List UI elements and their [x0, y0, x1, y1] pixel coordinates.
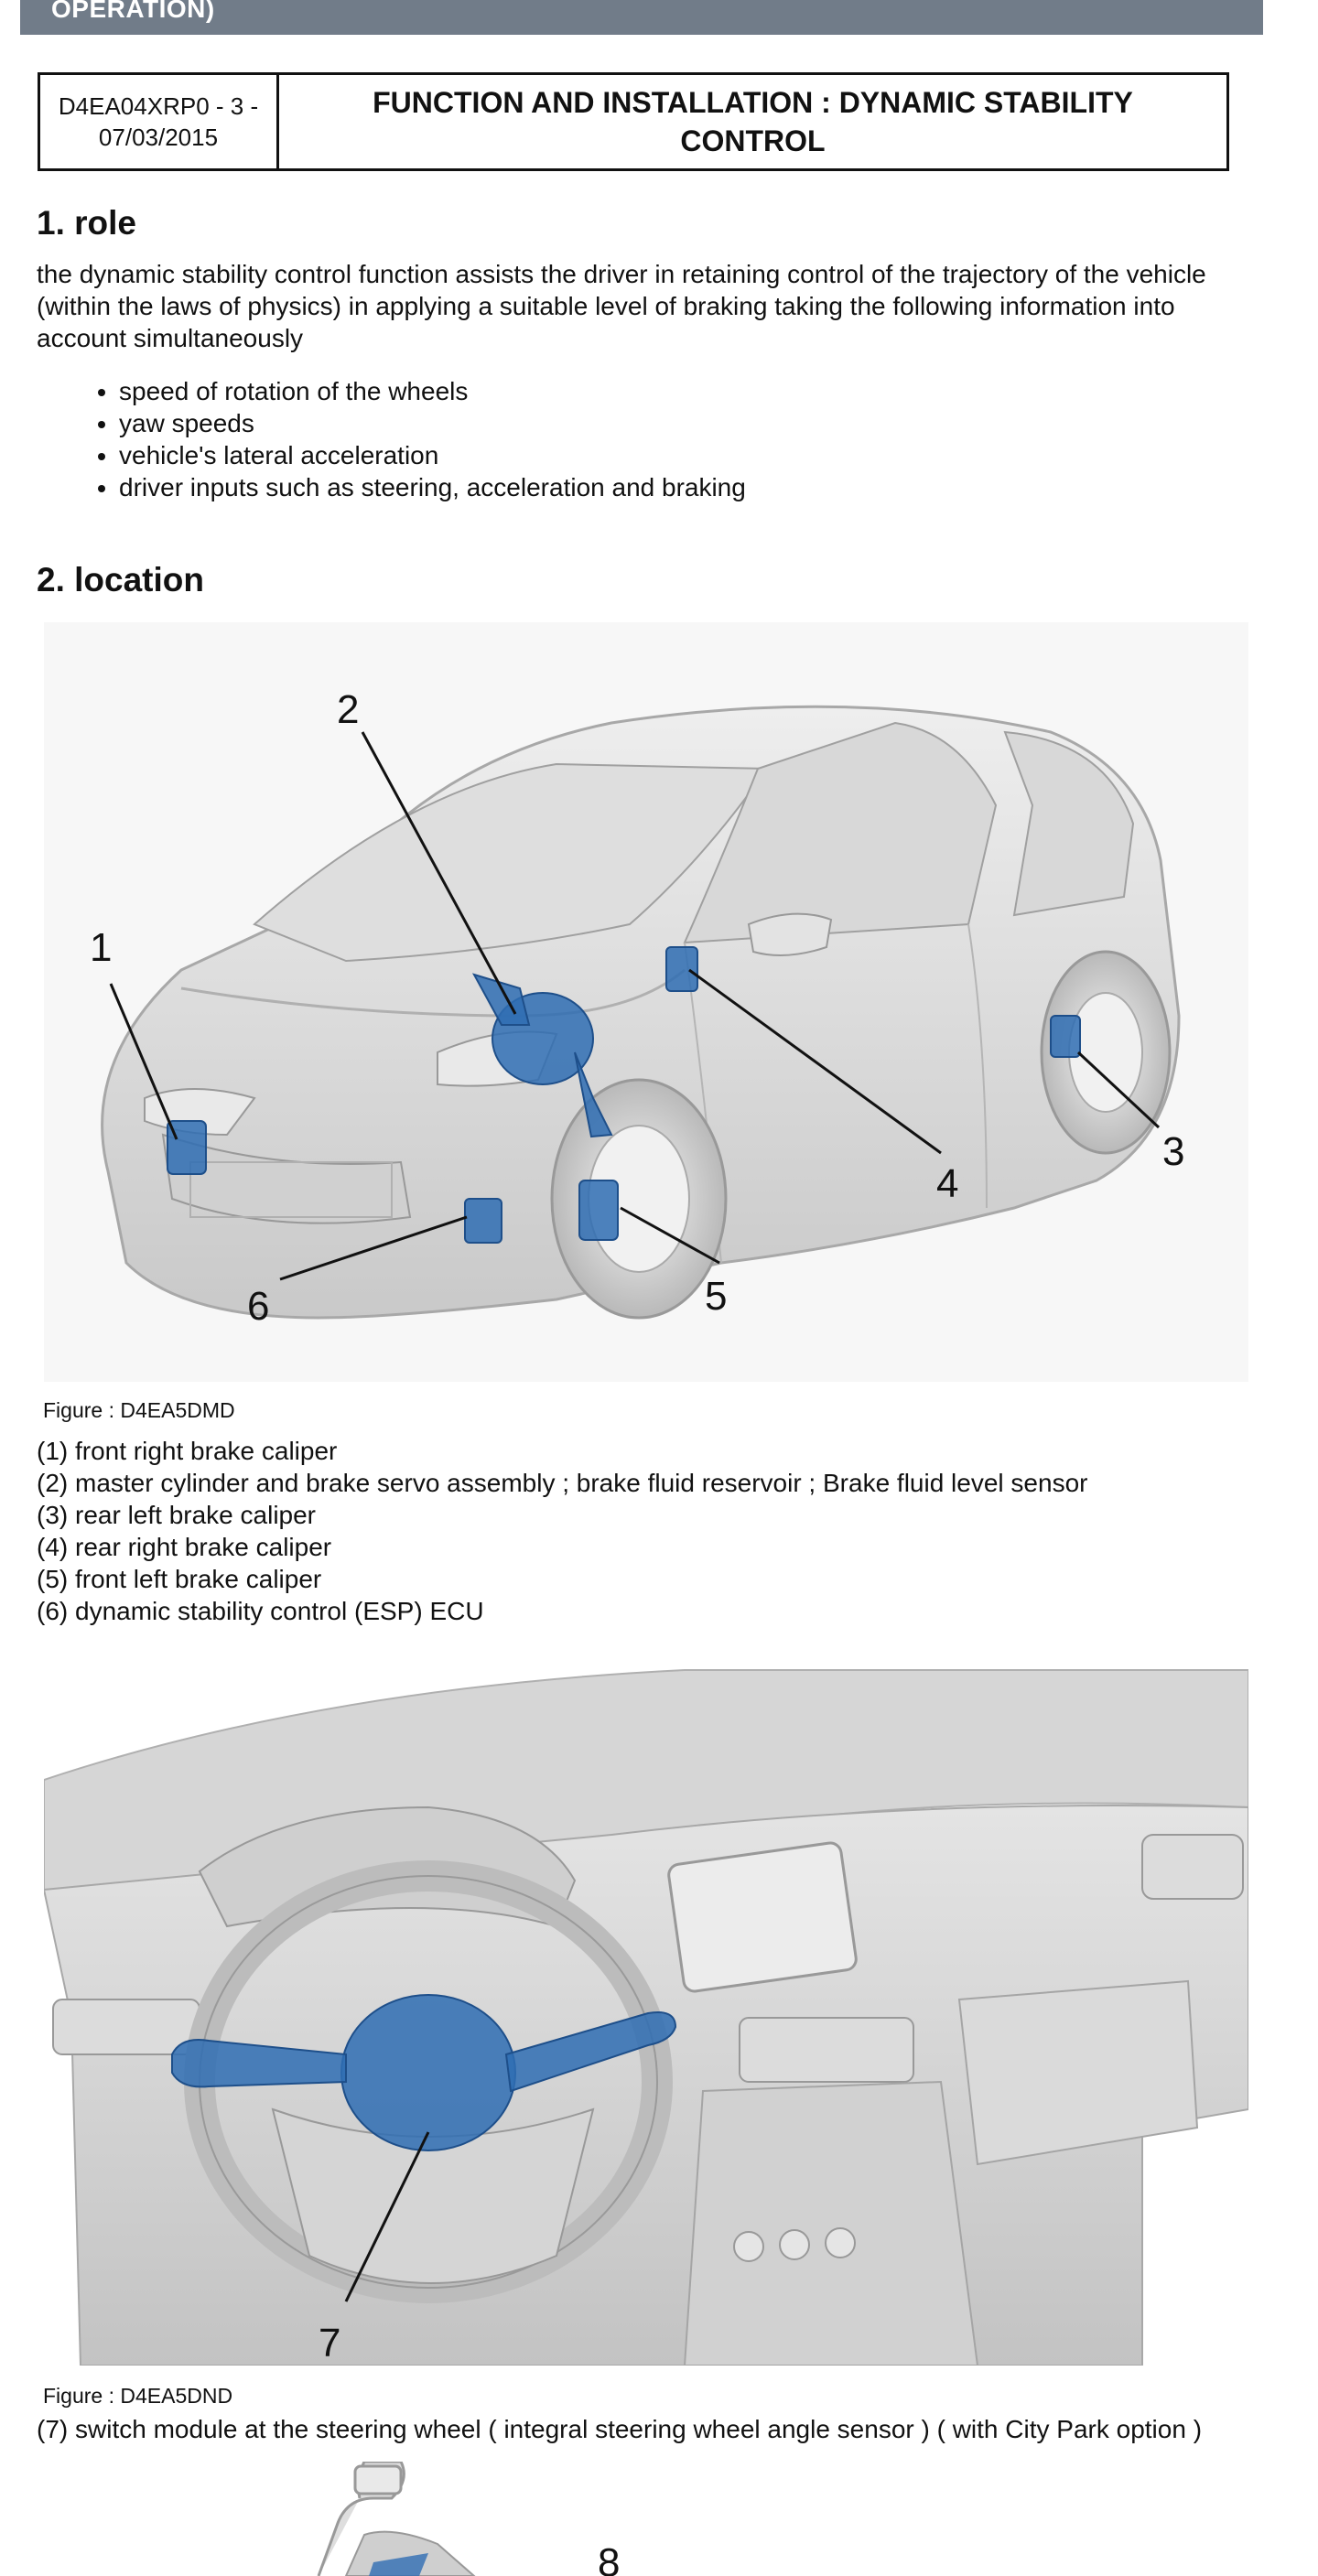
document-reference-date: 07/03/2015: [98, 124, 219, 151]
list-item: speed of rotation of the wheels: [119, 375, 746, 407]
document-title: FUNCTION AND INSTALLATION : DYNAMIC STAB…: [373, 86, 1133, 157]
callout-label: 6: [247, 1284, 269, 1329]
legend-item: (4) rear right brake caliper: [37, 1533, 332, 1561]
callout-label: 4: [936, 1161, 958, 1206]
dashboard-location-figure: 7: [44, 1652, 1248, 2366]
car-location-figure: 1 2 3 4 5 6: [44, 622, 1248, 1382]
figure1-caption: Figure : D4EA5DMD: [43, 1398, 235, 1422]
legend-item: (2) master cylinder and brake servo asse…: [37, 1469, 1088, 1497]
callout-label: 2: [337, 687, 359, 732]
figure1-callouts: 1 2 3 4 5 6: [90, 687, 1184, 1329]
callout-label: 8: [598, 2540, 620, 2576]
figure1-legend: (1) front right brake caliper (2) master…: [37, 1435, 1087, 1627]
callout-label: 3: [1162, 1129, 1184, 1174]
legend-item: (6) dynamic stability control (ESP) ECU: [37, 1597, 484, 1625]
document-reference: D4EA04XRP0 - 3 - 07/03/2015: [40, 75, 279, 168]
front-left-caliper-part: [578, 1180, 619, 1241]
callout-label: 7: [319, 2321, 340, 2366]
role-bullet-list: speed of rotation of the wheels yaw spee…: [73, 375, 746, 503]
rear-left-caliper-part: [1050, 1015, 1081, 1058]
section-heading-role: 1. role: [37, 204, 136, 242]
legend-item: (3) rear left brake caliper: [37, 1501, 317, 1529]
document-header: D4EA04XRP0 - 3 - 07/03/2015 FUNCTION AND…: [38, 72, 1229, 171]
callout-label: 1: [90, 925, 112, 970]
legend-item: (1) front right brake caliper: [37, 1437, 338, 1465]
list-item: vehicle's lateral acceleration: [119, 439, 746, 471]
list-item: yaw speeds: [119, 407, 746, 439]
section-banner: OPERATION): [20, 0, 1263, 35]
document-reference-code: D4EA04XRP0 - 3 -: [58, 92, 259, 120]
role-description: the dynamic stability control function a…: [37, 260, 1206, 352]
fluid-reservoir-figure: 8: [317, 2462, 620, 2576]
front-right-caliper-part: [167, 1120, 207, 1175]
esp-ecu-part: [464, 1198, 502, 1244]
rear-right-caliper-part: [665, 946, 698, 992]
figure2-caption: Figure : D4EA5DND: [43, 2384, 233, 2408]
section-banner-text: OPERATION): [51, 0, 215, 23]
list-item: driver inputs such as steering, accelera…: [119, 471, 746, 503]
section-heading-location: 2. location: [37, 561, 204, 598]
legend-item: (5) front left brake caliper: [37, 1565, 322, 1593]
figure2-legend: (7) switch module at the steering wheel …: [37, 2415, 1203, 2443]
switch-module-part: [171, 1994, 677, 2151]
callout-label: 5: [705, 1274, 727, 1319]
